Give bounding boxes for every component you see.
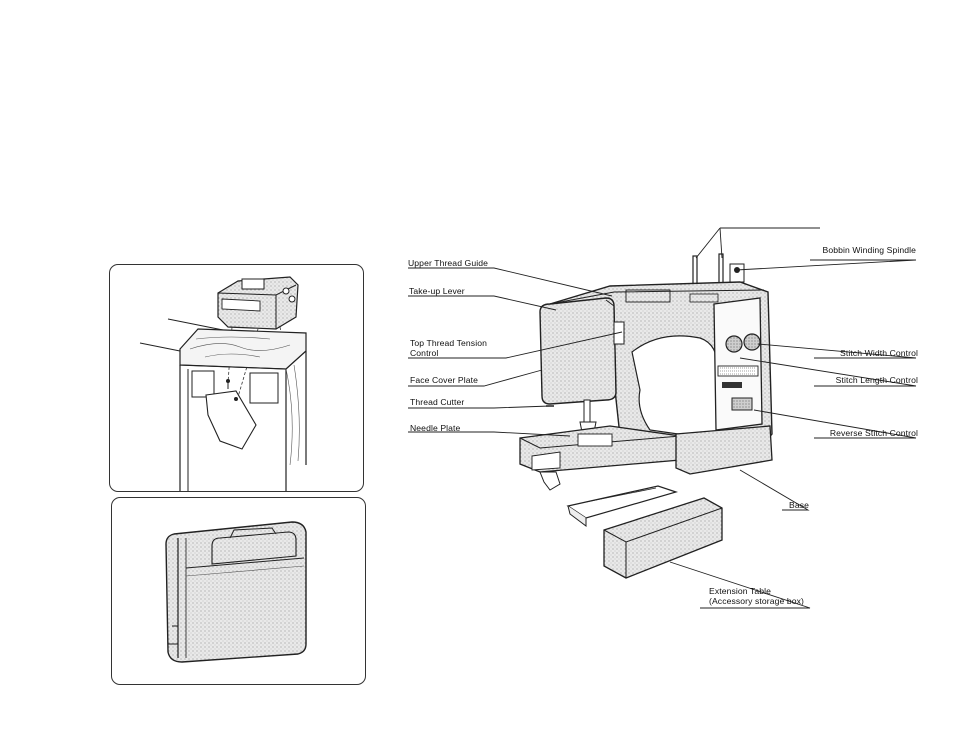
cabinet-mount-illustration [109, 264, 364, 492]
label-top-thread-tension-line2: Control [410, 348, 438, 358]
carrying-case-drawing [112, 498, 365, 684]
label-top-thread-tension-line1: Top Thread Tension [410, 338, 487, 348]
label-extension-table-line1: Extension Table [709, 586, 771, 596]
label-take-up-lever: Take-up Lever [409, 286, 465, 296]
label-base: Base [789, 500, 809, 510]
label-needle-plate: Needle Plate [410, 423, 460, 433]
label-thread-cutter: Thread Cutter [410, 397, 464, 407]
bobbin-winder [730, 264, 744, 282]
label-stitch-width-control: Stitch Width Control [840, 348, 918, 358]
cabinet-body [180, 351, 306, 491]
carrying-case [166, 522, 306, 662]
cabinet-top [180, 329, 306, 369]
label-upper-thread-guide: Upper Thread Guide [408, 258, 488, 268]
sewing-machine-drawing [400, 220, 940, 620]
label-bobbin-winding-spindle: Bobbin Winding Spindle [823, 245, 916, 255]
label-reverse-stitch-control: Reverse Stitch Control [830, 428, 918, 438]
extension-table-box [604, 498, 722, 578]
label-stitch-length-control: Stitch Length Control [836, 375, 918, 385]
sewing-machine-illustration [400, 220, 940, 620]
carrying-case-illustration [111, 497, 366, 685]
free-arm [520, 426, 680, 472]
machine-head-floating [218, 277, 298, 329]
label-face-cover-plate: Face Cover Plate [410, 375, 478, 385]
cabinet-mount-drawing [110, 265, 363, 491]
label-extension-table-line2: (Accessory storage box) [709, 596, 804, 606]
face-cover [540, 298, 624, 404]
